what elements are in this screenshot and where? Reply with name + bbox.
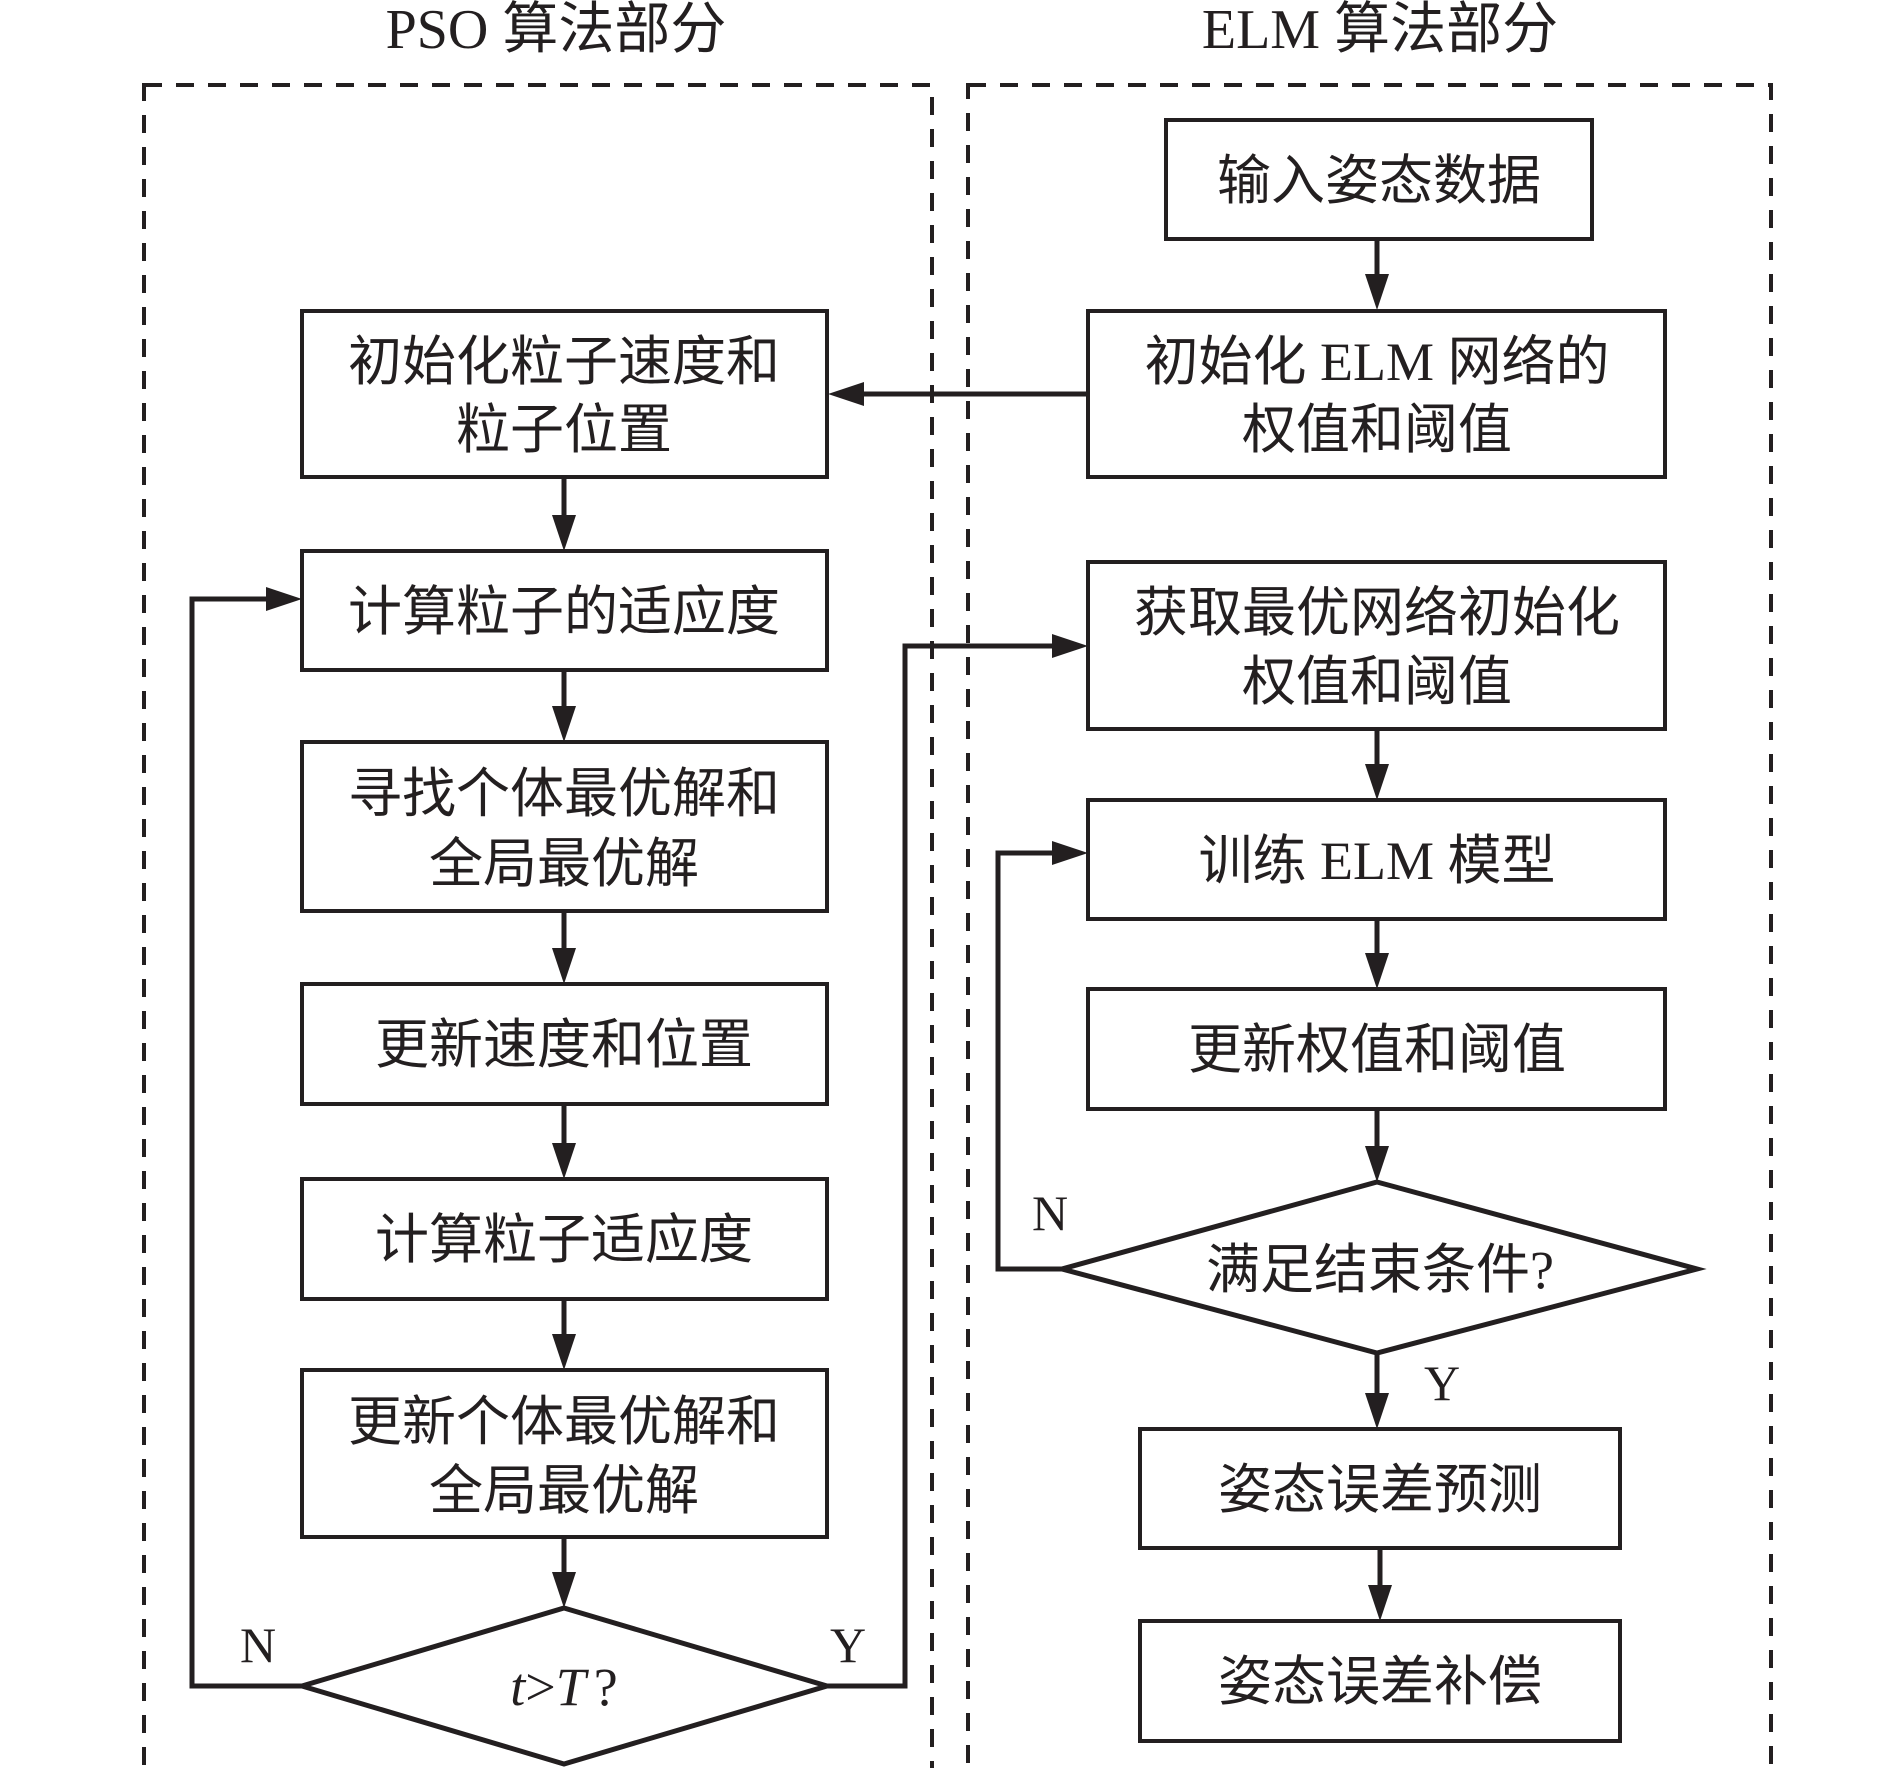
pso-section-title: PSO 算法部分 — [386, 0, 727, 61]
pso-init-line2: 粒子位置 — [456, 400, 672, 460]
pso-find-best-line2: 全局最优解 — [429, 834, 699, 894]
elm-init-line2: 权值和阈值 — [1242, 400, 1512, 460]
elm-section-frame — [966, 83, 1773, 1768]
elm-compensate-label: 姿态误差补偿 — [1218, 1652, 1542, 1712]
pso-fitness2-box: 计算粒子适应度 — [300, 1177, 829, 1301]
elm-get-best-line2: 权值和阈值 — [1242, 652, 1512, 712]
arrowhead-icon — [1365, 953, 1389, 989]
elm-compensate-box: 姿态误差补偿 — [1138, 1619, 1622, 1743]
elm-get-best-line1: 获取最优网络初始化 — [1134, 583, 1620, 643]
pso-update-best-line1: 更新个体最优解和 — [348, 1392, 780, 1452]
elm-init-box: 初始化 ELM 网络的 权值和阈值 — [1086, 309, 1667, 479]
arrowhead-icon — [552, 1334, 576, 1370]
pso-no-label: N — [240, 1617, 276, 1673]
pso-fitness2-label: 计算粒子适应度 — [375, 1210, 753, 1270]
elm-yes-label: Y — [1424, 1355, 1460, 1411]
pso-update-best-box: 更新个体最优解和 全局最优解 — [300, 1368, 829, 1539]
elm-init-line1: 初始化 ELM 网络的 — [1145, 332, 1610, 392]
arrowhead-icon — [1365, 1146, 1389, 1182]
elm-no-loop-line — [995, 850, 1062, 1272]
elm-input-box: 输入姿态数据 — [1164, 118, 1594, 241]
pso-fitness-label: 计算粒子的适应度 — [348, 582, 780, 642]
pso-find-best-box: 寻找个体最优解和 全局最优解 — [300, 740, 829, 913]
elm-section-title: ELM 算法部分 — [1202, 0, 1558, 61]
elm-update-weights-box: 更新权值和阈值 — [1086, 987, 1667, 1111]
pso-no-loop-line — [189, 596, 302, 1689]
elm-decision-label: 满足结束条件? — [1206, 1240, 1554, 1300]
arrowhead-icon — [1365, 1393, 1389, 1429]
elm-train-box: 训练 ELM 模型 — [1086, 798, 1667, 921]
elm-update-label: 更新权值和阈值 — [1188, 1020, 1566, 1080]
arrowhead-icon — [1052, 634, 1088, 658]
elm-train-label: 训练 ELM 模型 — [1199, 831, 1556, 891]
arrowhead-icon — [1052, 841, 1088, 865]
arrowhead-icon — [552, 1143, 576, 1179]
pso-find-best-line1: 寻找个体最优解和 — [348, 764, 780, 824]
pso-update-velocity-position-box: 更新速度和位置 — [300, 982, 829, 1106]
arrowhead-icon — [1368, 1585, 1392, 1621]
arrowhead-icon — [552, 706, 576, 742]
elm-decision-diamond: 满足结束条件? — [1052, 1179, 1707, 1356]
arrowhead-icon — [1365, 274, 1389, 310]
elm-no-label: N — [1032, 1185, 1068, 1241]
arrowhead-icon — [266, 587, 302, 611]
pso-fitness-box: 计算粒子的适应度 — [300, 549, 829, 672]
pso-update-vp-label: 更新速度和位置 — [375, 1015, 753, 1075]
elm-get-best-box: 获取最优网络初始化 权值和阈值 — [1086, 560, 1667, 731]
pso-update-best-line2: 全局最优解 — [429, 1461, 699, 1521]
pso-yes-path-line — [827, 643, 1056, 1689]
pso-init-box: 初始化粒子速度和 粒子位置 — [300, 309, 829, 479]
elm-predict-label: 姿态误差预测 — [1218, 1460, 1542, 1520]
elm-input-label: 输入姿态数据 — [1217, 151, 1541, 211]
arrowhead-icon — [828, 382, 864, 406]
arrowhead-icon — [1365, 764, 1389, 800]
pso-section-frame — [142, 83, 934, 1768]
elm-predict-box: 姿态误差预测 — [1138, 1427, 1622, 1550]
arrowhead-icon — [552, 948, 576, 984]
arrowhead-icon — [552, 515, 576, 551]
arrowhead-icon — [552, 1572, 576, 1608]
pso-decision-label: t>T? — [510, 1657, 618, 1717]
pso-yes-label: Y — [830, 1617, 866, 1673]
pso-decision-diamond: t>T? — [293, 1605, 836, 1767]
pso-init-line1: 初始化粒子速度和 — [348, 332, 780, 392]
